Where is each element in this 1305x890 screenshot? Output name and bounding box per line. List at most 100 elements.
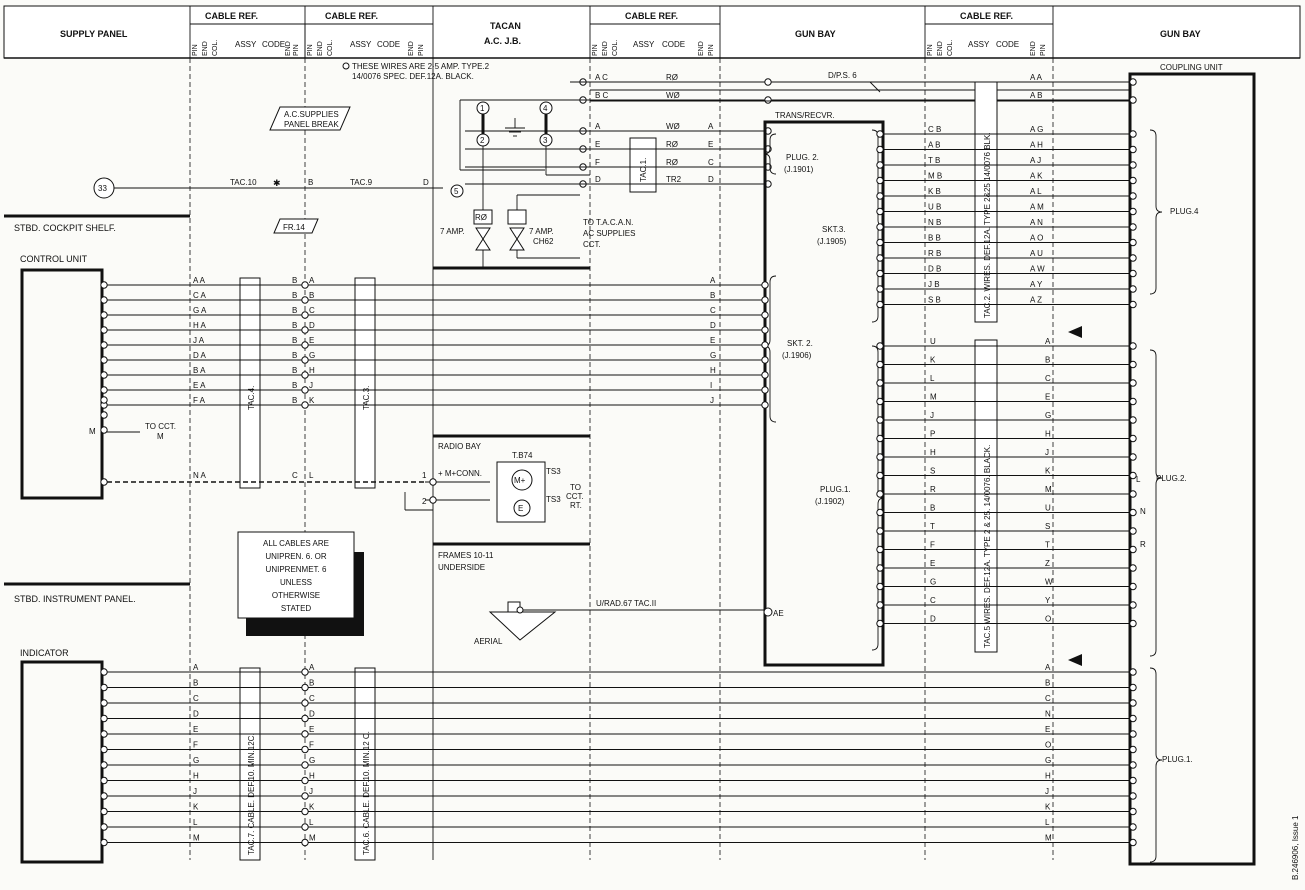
ctrl-right-3: D [309,321,315,330]
ind-right-4: E [309,725,314,734]
gun-mid-right-pin-10 [1129,527,1137,535]
ind-pin-4 [100,730,108,738]
node-2-label: 2 [480,136,485,145]
ind-left-1: B [193,679,198,688]
gun-mid-right-8: M [1045,485,1052,494]
ind-right-5: F [309,741,314,750]
ind-right-3: D [309,710,315,719]
header-gun-bay-2: GUN BAY [1160,29,1201,39]
ind-pin-7 [100,776,108,785]
fuse-r-phase: RØ [475,213,487,222]
tac7-label: TAC.7. CABLE. DEF.10. MIN.12C. [247,733,256,855]
tacan-row-pin-4: F [595,158,600,167]
ctrl-end-pin-8 [761,401,769,409]
gun-lower-pin-4 [1129,730,1137,738]
ctrl-pin-6 [100,371,108,379]
ctrl-left-1: C A [193,291,207,300]
header-assy-4: ASSY [968,40,990,49]
all-cables-line-5: STATED [281,604,312,613]
gun-lower-5: O [1045,741,1051,750]
gun-mid-right-pin-0 [1129,342,1137,350]
ts3-label-a: TS3 [546,467,561,476]
ctrl-right-na: L [309,471,314,480]
header-sub-19: PIN [1040,44,1047,56]
ind-mid-pin-7 [301,776,309,785]
header-sub-18: END [1030,41,1037,56]
ind-left-7: H [193,772,199,781]
header-gun-bay-1: GUN BAY [795,29,836,39]
tacan-row-col-5: TR2 [666,175,682,184]
gun-upper-right-11: A Z [1030,296,1042,305]
gun-upper-left-pin-4 [876,192,884,200]
ind-right-2: C [309,694,315,703]
header-tacan-jb: A.C. J.B. [484,36,521,46]
header-cable-ref-1: CABLE REF. [205,11,258,21]
gun-mid-right-1: B [1045,356,1050,365]
ind-mid-pin-10 [301,823,309,831]
gun-mid-right-9: U [1045,504,1051,513]
gun-upper-right-4: A L [1030,187,1042,196]
tacan-row-col-4: RØ [666,158,678,167]
ctrl-term-2: C [710,306,716,315]
gun-upper-right-8: A U [1030,249,1043,258]
tacan-row-col-0: RØ [666,73,678,82]
coupling-unit-label: COUPLING UNIT [1160,63,1223,72]
gun-lower-pin-6 [1129,761,1137,769]
ctrl-pin-na [100,478,108,486]
gun-upper-left-pin-9 [876,269,884,278]
ctrl-extra-pin-2 [100,426,108,434]
tac4-label: TAC.4. [247,386,256,410]
m-conn-label: + M+CONN. [438,469,482,478]
ctrl-mid-pin-0 [301,281,309,289]
ind-pin-6 [100,761,108,769]
gun-upper-right-pin-5 [1129,207,1137,216]
ind-right-8: J [309,787,313,796]
all-cables-line-0: ALL CABLES ARE [263,539,329,548]
ind-pin-5 [100,745,108,754]
stbd-cockpit-shelf: STBD. COCKPIT SHELF. [14,223,116,233]
plug1-label-1: PLUG.1. [820,485,851,494]
header-sub-10: PIN [592,44,599,56]
gun-mid-right-pin-11 [1129,545,1137,554]
header-sub-7: COL. [327,40,334,56]
header-cable-ref-4: CABLE REF. [960,11,1013,21]
ctrl-term-0: A [710,276,716,285]
ind-mid-pin-3 [301,714,309,723]
gun-mid-right-11: T [1045,541,1050,550]
ctrl-term-8: J [710,396,714,405]
ind-mid-pin-0 [301,668,309,676]
ind-mid-pin-8 [301,792,309,800]
gun-mid-left-0: U [930,337,936,346]
seven-amp-label-2: 7 AMP. [529,227,554,236]
gun-lower-pin-10 [1129,823,1137,831]
ctrl-term-6: H [710,366,716,375]
skt2-label-1: SKT. 2. [787,339,813,348]
gun-lower-pin-11 [1129,838,1137,847]
ind-pin-10 [100,823,108,831]
gun-upper-left-2: T B [928,156,940,165]
header-code-3: CODE [662,40,685,49]
gun-lower-11: M [1045,834,1052,843]
gun-mid-right-3: E [1045,393,1050,402]
all-cables-line-4: OTHERWISE [272,591,320,600]
ctrl-mid-2: B [292,306,297,315]
pin-d-label: D [423,178,429,187]
radio-pin-1-dot [429,478,437,486]
gun-upper-right-pin-10 [1129,285,1137,293]
ctrl-end-pin-0 [761,281,769,289]
header-sub-3: END [285,41,292,56]
gun-upper-left-pin-7 [876,238,884,247]
ae-label: AE [773,609,784,618]
ind-right-9: K [309,803,315,812]
ctrl-mid-1: B [292,291,297,300]
ctrl-mid-pin-7 [301,386,309,394]
radio-bay-label: RADIO BAY [438,442,482,451]
header-sub-16: END [937,41,944,56]
node-3-label: 3 [543,136,548,145]
ind-left-9: K [193,803,199,812]
tac3-label: TAC.3. [362,386,371,410]
header-sub-5: PIN [307,44,314,56]
gun-upper-left-6: N B [928,218,941,227]
gun-upper-left-0: C B [928,125,941,134]
gun-mid-left-pin-8 [876,490,884,498]
